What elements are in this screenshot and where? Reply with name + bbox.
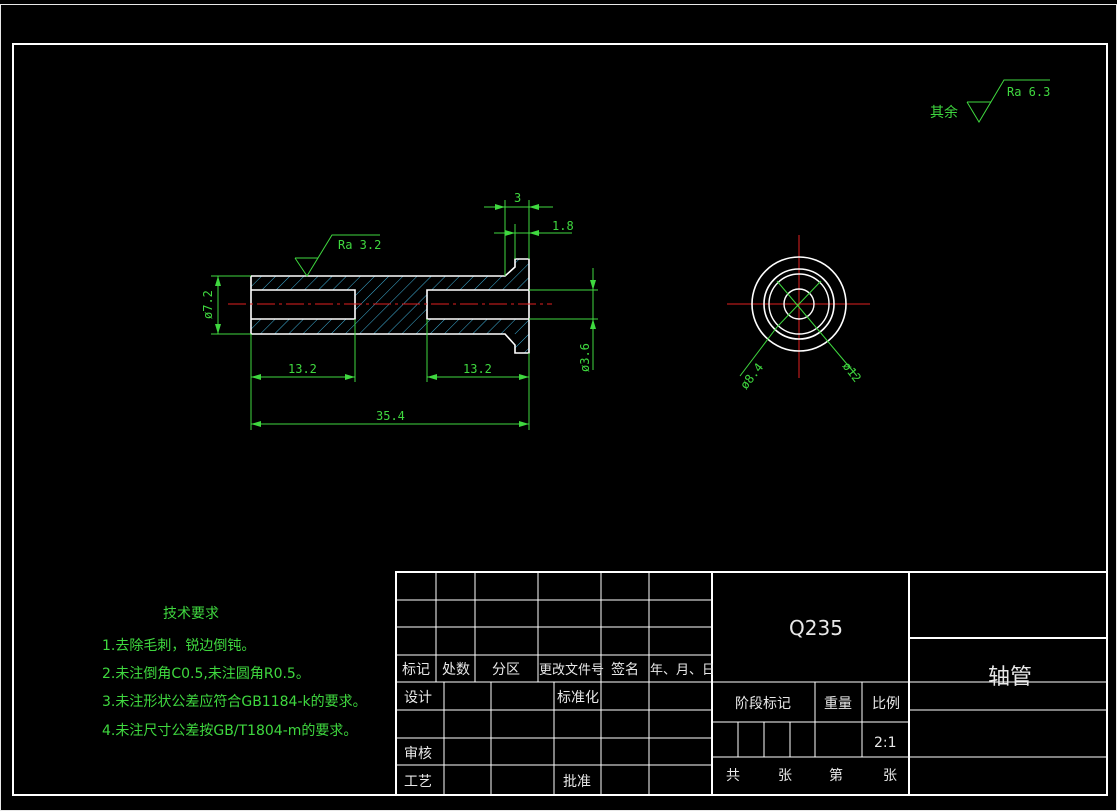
rev-header: 签名: [611, 661, 639, 678]
end-view: [727, 235, 870, 378]
rev-header: 年、月、日: [650, 663, 715, 678]
dimension-arrows: [215, 204, 596, 427]
dim-outer-dia: ø12: [840, 359, 864, 385]
note-item: 1.去除毛刺，锐边倒钝。: [102, 638, 255, 654]
material-value: Q235: [789, 616, 843, 640]
end-mid-circle: [768, 273, 830, 335]
process-label: 工艺: [404, 774, 432, 790]
sheet-no-unit: 张: [883, 768, 897, 784]
dim-inner-dia: ø8.4: [737, 360, 766, 391]
rev-header: 处数: [442, 662, 470, 678]
dim-total-length: 35.4: [376, 409, 405, 423]
approve-label: 批准: [563, 774, 591, 790]
title-block-text: 标记 处数 分区 更改文件号 签名 年、月、日 设计 标准化 审核 工艺 批准 …: [402, 616, 1032, 790]
section-hatch: [251, 259, 529, 353]
technical-notes: 技术要求 1.去除毛刺，锐边倒钝。 2.未注倒角C0.5,未注圆角R0.5。 3…: [102, 606, 367, 739]
end-dim-line-a: [776, 280, 822, 328]
dim-left-dia: ø7.2: [201, 290, 215, 319]
sheet-no-label: 第: [829, 767, 843, 784]
dim-left-bore: 13.2: [288, 362, 317, 376]
note-item: 2.未注倒角C0.5,未注圆角R0.5。: [102, 666, 310, 682]
note-item: 3.未注形状公差应符合GB1184-k的要求。: [102, 693, 367, 710]
end-flange-circle: [763, 268, 835, 340]
design-label: 设计: [404, 690, 432, 706]
part-name: 轴管: [988, 665, 1032, 690]
rev-header: 标记: [402, 662, 430, 678]
sheets-unit: 张: [778, 768, 792, 784]
scale-value: 2:1: [874, 735, 897, 751]
end-outer-circle: [751, 256, 847, 352]
end-dim-line-b: [776, 280, 858, 377]
section-dimensions: [211, 79, 1050, 430]
rev-header: 分区: [492, 662, 520, 678]
end-bore-circle: [783, 288, 815, 320]
standardize-label: 标准化: [557, 690, 599, 706]
weight-label: 重量: [824, 696, 852, 712]
end-leader-a: [739, 326, 778, 377]
sheets-label: 共: [726, 768, 740, 784]
dim-step: 1.8: [552, 219, 574, 233]
rev-header: 更改文件号: [539, 663, 604, 678]
section-view: [228, 258, 552, 354]
dim-flange-width: 3: [514, 191, 521, 205]
note-item: 4.未注尺寸公差按GB/T1804-m的要求。: [102, 723, 357, 739]
dim-right-dia: ø3.6: [578, 343, 592, 372]
stage-mark-label: 阶段标记: [735, 696, 791, 712]
notes-title: 技术要求: [163, 606, 219, 622]
finish-other-label: Ra 6.3: [1007, 85, 1050, 99]
finish-other-prefix: 其余: [930, 104, 958, 121]
review-label: 审核: [404, 746, 432, 762]
scale-label: 比例: [872, 696, 900, 712]
finish-main-label: Ra 3.2: [338, 238, 381, 252]
title-block-grid: [395, 571, 1108, 796]
dim-right-bore: 13.2: [463, 362, 492, 376]
